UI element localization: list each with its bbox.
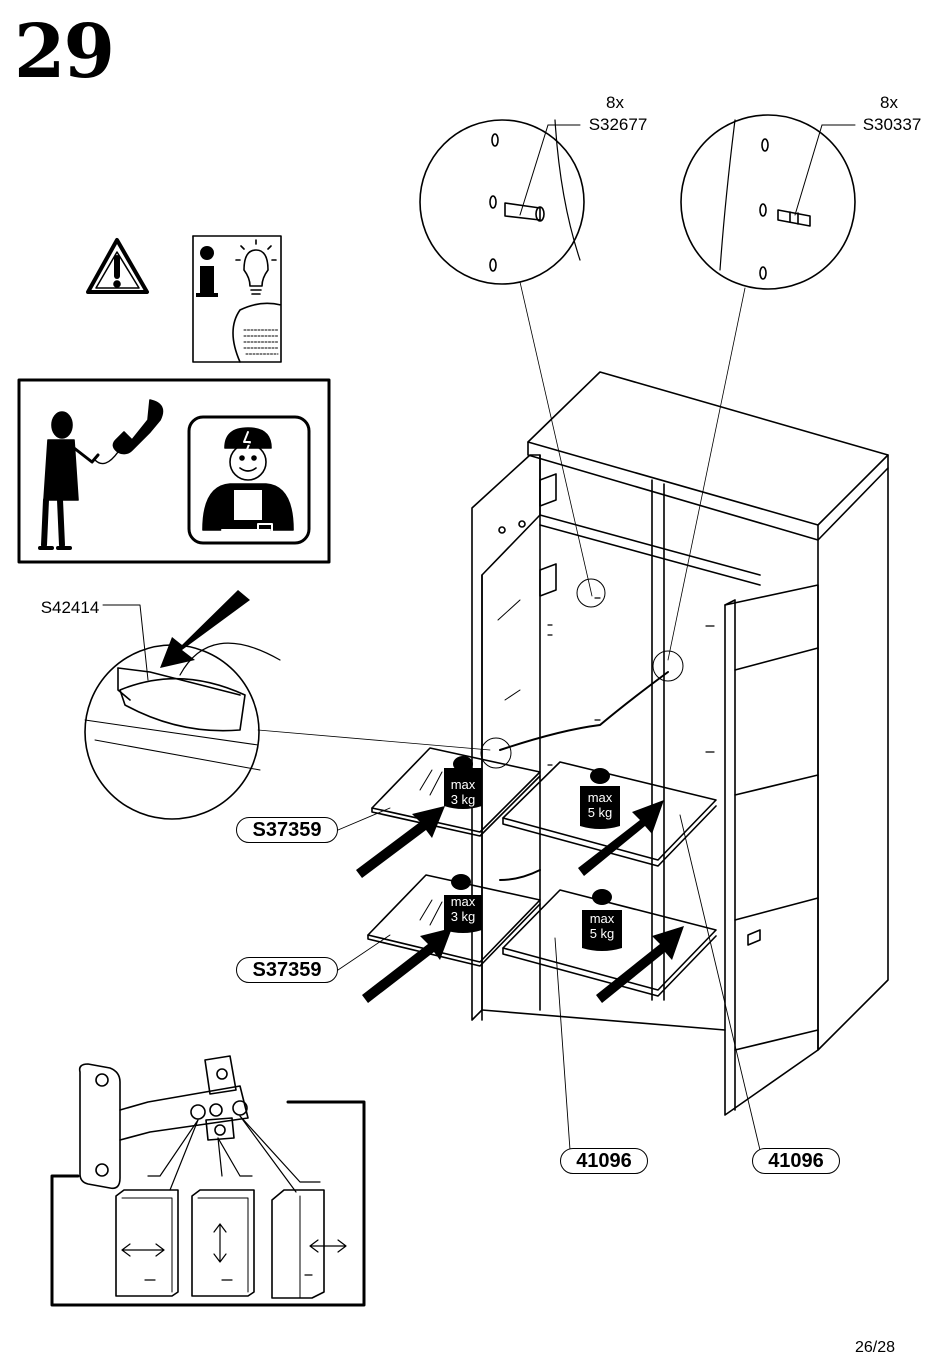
hinge-adjust-icon (50, 1055, 366, 1307)
shelf-b-code: 41096 (752, 1148, 840, 1174)
connector-detail-b (667, 114, 856, 661)
electrician-icon (202, 427, 294, 537)
shelf-a-upper (502, 761, 717, 867)
connector-b-qty: 8x (880, 93, 898, 112)
bumper-detail (84, 590, 491, 820)
push-arrows (356, 800, 684, 1003)
shelf-a-code: 41096 (560, 1148, 648, 1174)
warning-icon (86, 238, 149, 294)
phone-help-icon (17, 378, 331, 564)
connector-a-code: S32677 (588, 115, 648, 134)
glass-shelf-lower-code: S37359 (236, 957, 338, 983)
cabinet (471, 371, 889, 1116)
bumper-code: S42414 (40, 598, 100, 617)
step-number: 29 (14, 9, 115, 95)
shelf-b-lower (502, 889, 717, 997)
connector-detail-a (419, 119, 593, 597)
info-icon (192, 235, 282, 363)
glass-shelf-upper-code: S37359 (236, 817, 338, 843)
page-number: 26/28 (854, 1339, 895, 1356)
connector-a-qty: 8x (606, 93, 624, 112)
weight-icons (444, 756, 622, 951)
connector-b-code: S30337 (862, 115, 922, 134)
